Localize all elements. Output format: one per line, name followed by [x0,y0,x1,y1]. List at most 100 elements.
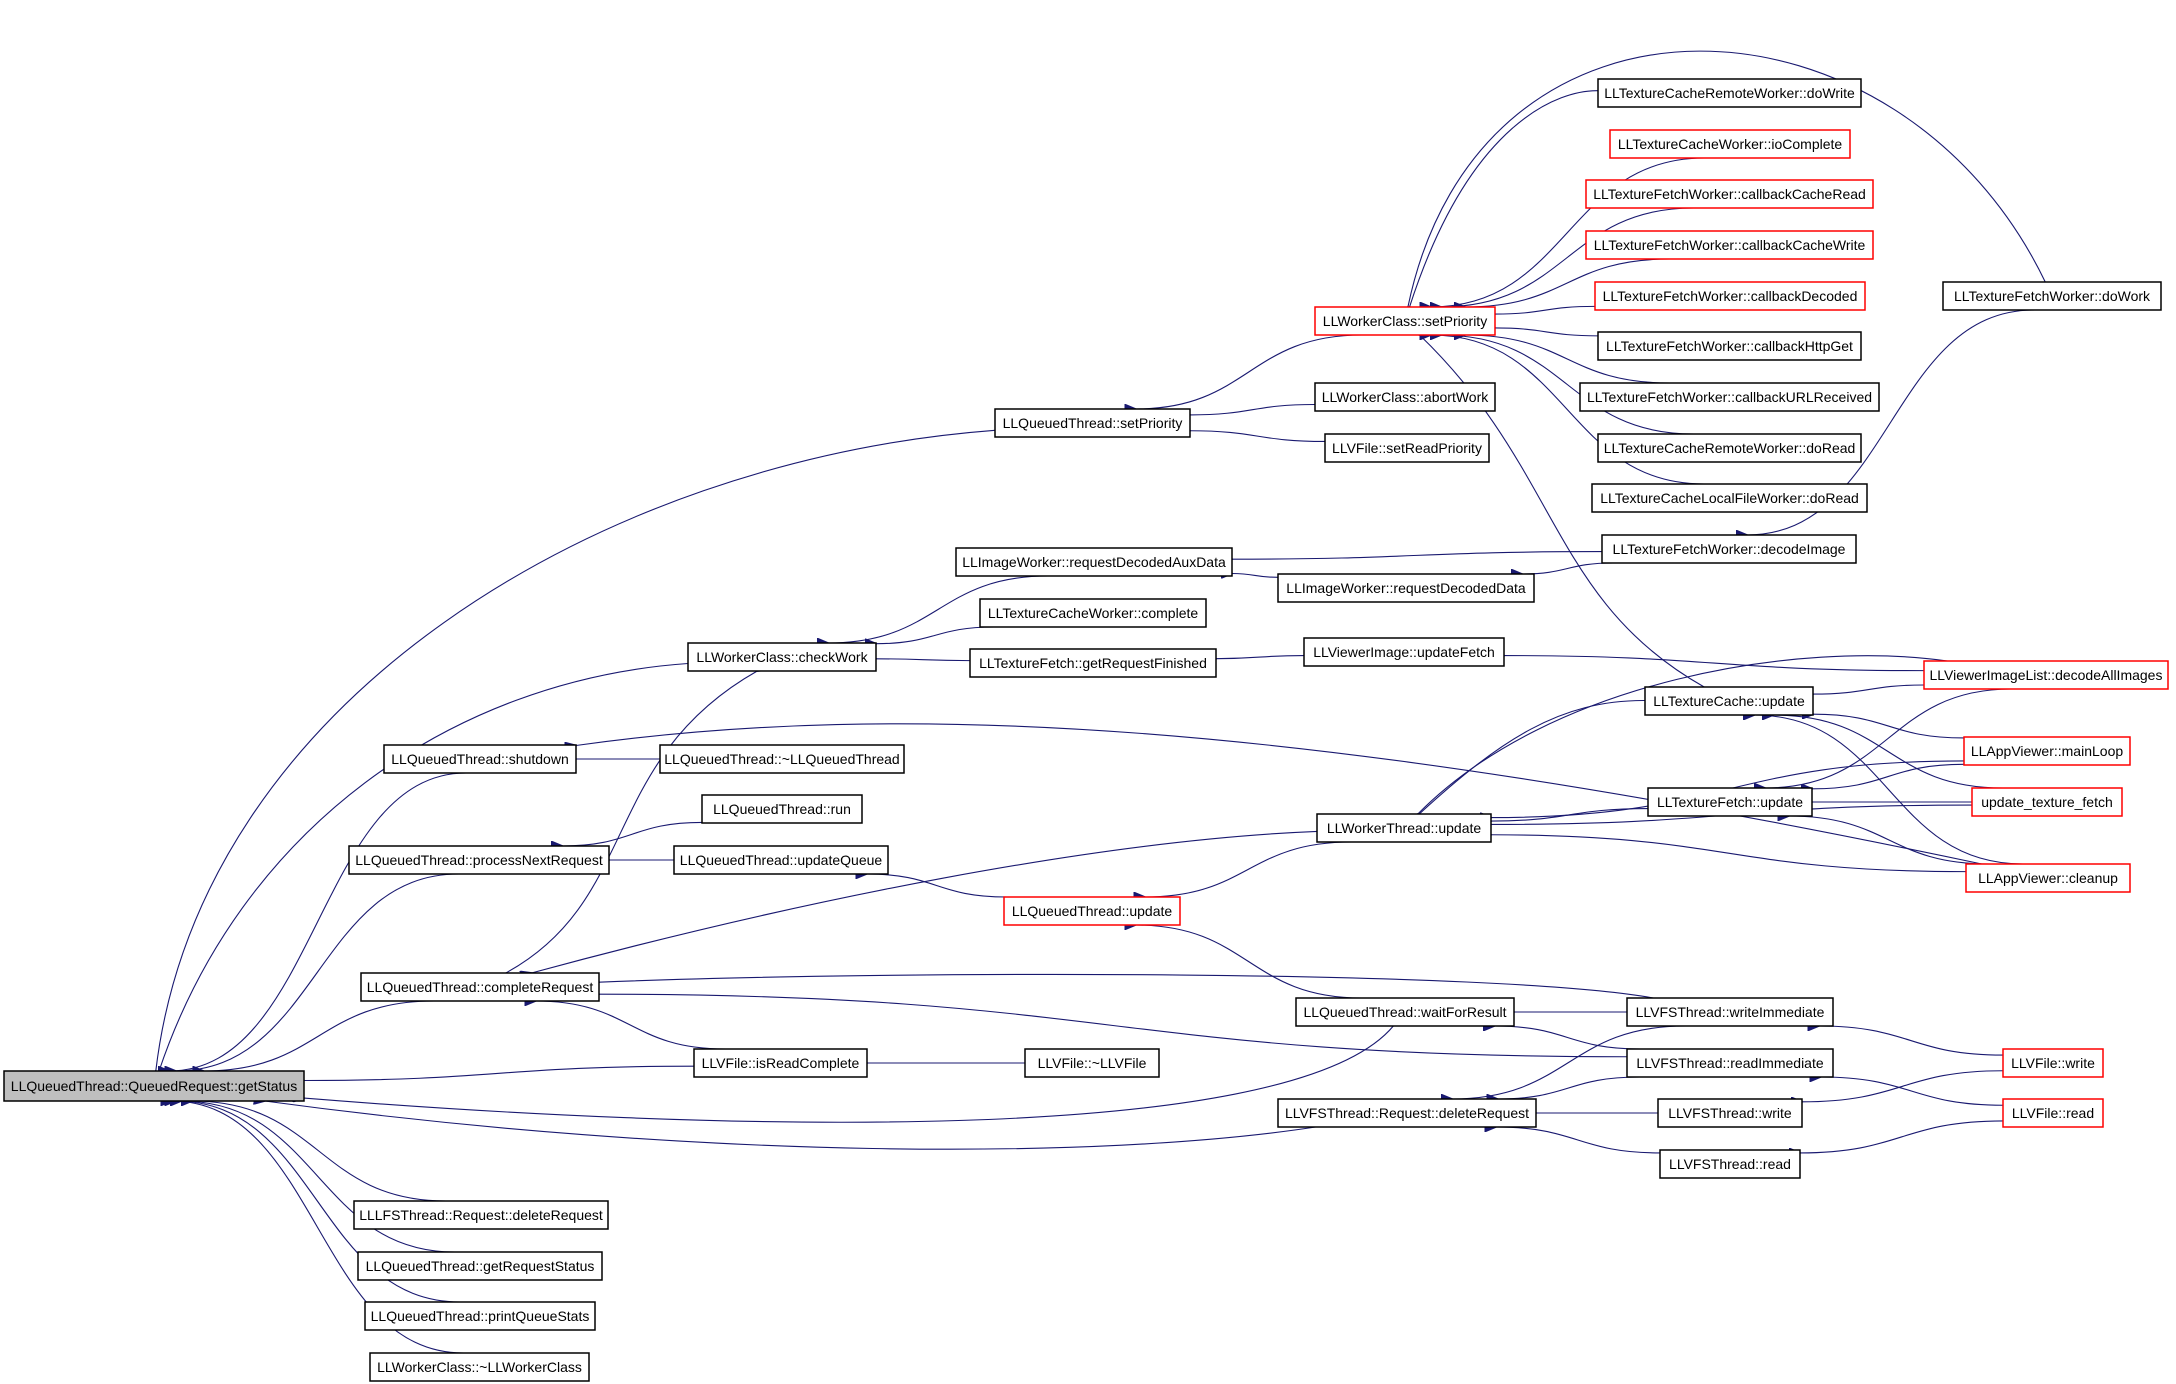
node-tclfw_doread[interactable]: LLTextureCacheLocalFileWorker::doRead [1591,483,1868,513]
node-box [1591,483,1868,513]
node-vfs_deletereq[interactable]: LLVFSThread::Request::deleteRequest [1277,1098,1537,1128]
node-q_getreqstatus[interactable]: LLQueuedThread::getRequestStatus [357,1251,603,1281]
node-label: LLTextureFetchWorker::callbackURLReceive… [1587,389,1872,405]
node-label: LLTextureFetch::getRequestFinished [979,655,1207,671]
node-img_reqdecoded[interactable]: LLImageWorker::requestDecodedData [1277,573,1535,603]
node-box [1277,573,1535,603]
node-img_reqaux[interactable]: LLImageWorker::requestDecodedAuxData [955,547,1233,577]
edge-img_reqdecoded-to-img_reqaux [1232,574,1279,578]
node-label: LLQueuedThread::getRequestStatus [366,1258,595,1274]
node-q_update[interactable]: LLQueuedThread::update [1003,896,1181,926]
node-q_processnext[interactable]: LLQueuedThread::processNextRequest [348,845,610,875]
node-vi_updatefetch[interactable]: LLViewerImage::updateFetch [1303,637,1505,667]
edge-vfs_read-to-vfs_deletereq [1496,1127,1661,1154]
node-tf_update[interactable]: LLTextureFetch::update [1647,787,1813,817]
node-lfs_deletereq[interactable]: LLLFSThread::Request::deleteRequest [353,1200,609,1230]
node-tfw_cburl[interactable]: LLTextureFetchWorker::callbackURLReceive… [1579,382,1880,412]
node-tcrw_doread[interactable]: LLTextureCacheRemoteWorker::doRead [1597,433,1862,463]
node-q_waitforresult[interactable]: LLQueuedThread::waitForResult [1295,997,1515,1027]
node-box [1942,281,2162,311]
node-label: LLVFile::~LLVFile [1038,1055,1147,1071]
node-vf_isreadcomplete[interactable]: LLVFile::isReadComplete [693,1048,868,1078]
node-box [1585,179,1874,209]
node-tcw_complete[interactable]: LLTextureCacheWorker::complete [979,598,1207,628]
node-tfw_cbcachewrite[interactable]: LLTextureFetchWorker::callbackCacheWrite [1585,230,1874,260]
node-box [1597,331,1862,361]
node-q_run[interactable]: LLQueuedThread::run [701,794,863,824]
edge-q_getreqstatus-to-root [181,1101,455,1253]
node-label: LLVFSThread::read [1669,1156,1791,1172]
node-av_mainloop[interactable]: LLAppViewer::mainLoop [1963,736,2131,766]
node-q_printstats[interactable]: LLQueuedThread::printQueueStats [364,1301,596,1331]
edge-tfw_cbcachewrite-to-w_setpriority [1465,258,1670,307]
node-box [1579,382,1880,412]
node-vf_setreadpriority[interactable]: LLVFile::setReadPriority [1324,433,1490,463]
edge-tf_getreqfinished-to-w_checkwork [876,659,971,661]
node-vil_decodeall[interactable]: LLViewerImageList::decodeAllImages [1923,660,2169,690]
node-label: LLQueuedThread::shutdown [391,751,568,767]
node-tfw_cbdecoded[interactable]: LLTextureFetchWorker::callbackDecoded [1594,281,1866,311]
node-label: LLTextureFetchWorker::callbackHttpGet [1606,338,1853,354]
node-box [383,744,577,774]
node-label: LLQueuedThread::update [1012,903,1173,919]
node-label: LLTextureFetchWorker::callbackDecoded [1603,288,1858,304]
node-q_complete[interactable]: LLQueuedThread::completeRequest [360,972,600,1002]
node-w_setpriority[interactable]: LLWorkerClass::setPriority [1314,306,1496,336]
node-wt_update[interactable]: LLWorkerThread::update [1316,813,1492,843]
node-vfs_read[interactable]: LLVFSThread::read [1659,1149,1801,1179]
node-tfw_decodeimage[interactable]: LLTextureFetchWorker::decodeImage [1601,534,1857,564]
node-box [357,1251,603,1281]
node-tcrw_dowrite[interactable]: LLTextureCacheRemoteWorker::doWrite [1597,78,1862,108]
node-vfs_readimm[interactable]: LLVFSThread::readImmediate [1626,1048,1834,1078]
node-tf_getreqfinished[interactable]: LLTextureFetch::getRequestFinished [969,648,1217,678]
edge-vf_setreadpriority-to-q_setpriority [1190,431,1326,443]
edge-av_cleanup-to-tc_update [1754,715,2023,865]
node-label: LLTextureCacheWorker::ioComplete [1618,136,1843,152]
node-box [1314,382,1496,412]
edge-w_checkwork-to-root [159,662,689,1071]
node-tcw_iocomplete[interactable]: LLTextureCacheWorker::ioComplete [1609,129,1851,159]
node-tc_update[interactable]: LLTextureCache::update [1644,686,1814,716]
edge-w_setpriority-to-q_setpriority [1135,334,1363,409]
node-tfw_cbcacheread[interactable]: LLTextureFetchWorker::callbackCacheRead [1585,179,1874,209]
node-w_checkwork[interactable]: LLWorkerClass::checkWork [687,642,877,672]
node-q_updatequeue[interactable]: LLQueuedThread::updateQueue [673,845,889,875]
node-q_shutdown[interactable]: LLQueuedThread::shutdown [383,744,577,774]
edge-update_texture_fetch-to-tc_update [1773,715,2003,789]
node-av_cleanup[interactable]: LLAppViewer::cleanup [1965,863,2131,893]
node-label: LLTextureFetchWorker::decodeImage [1613,541,1846,557]
node-vfs_writeimm[interactable]: LLVFSThread::writeImmediate [1626,997,1834,1027]
node-update_texture_fetch[interactable]: update_texture_fetch [1971,787,2123,817]
node-tfw_cbhttpget[interactable]: LLTextureFetchWorker::callbackHttpGet [1597,331,1862,361]
edge-tfw_cbhttpget-to-w_setpriority [1495,328,1599,337]
edge-tc_update-to-wt_update [1419,699,1646,814]
edge-q_processnext-to-root [176,873,459,1071]
node-box [659,744,905,774]
node-w_abortwork[interactable]: LLWorkerClass::abortWork [1314,382,1496,412]
node-label: LLVFSThread::Request::deleteRequest [1285,1105,1529,1121]
node-q_setpriority[interactable]: LLQueuedThread::setPriority [994,408,1191,438]
edge-av_cleanup-to-wt_update [1491,835,1967,873]
edges [156,50,2046,1354]
node-root[interactable]: LLQueuedThread::QueuedRequest::getStatus [3,1070,305,1102]
node-vfs_write[interactable]: LLVFSThread::write [1657,1098,1803,1128]
node-box [1657,1098,1803,1128]
node-box [1659,1149,1801,1179]
node-label: LLQueuedThread::QueuedRequest::getStatus [11,1078,297,1094]
node-vf_dtor[interactable]: LLVFile::~LLVFile [1024,1048,1160,1078]
node-box [2002,1048,2104,1078]
node-box [1295,997,1515,1027]
node-tfw_dowork[interactable]: LLTextureFetchWorker::doWork [1942,281,2162,311]
node-q_dtor[interactable]: LLQueuedThread::~LLQueuedThread [659,744,905,774]
node-box [364,1301,596,1331]
edge-vf_isreadcomplete-to-root [304,1065,695,1080]
node-w_dtor[interactable]: LLWorkerClass::~LLWorkerClass [369,1352,590,1382]
node-label: LLWorkerThread::update [1327,820,1482,836]
node-box [969,648,1217,678]
edge-q_printstats-to-root [175,1101,461,1303]
node-label: LLWorkerClass::setPriority [1323,313,1487,329]
node-vf_read[interactable]: LLVFile::read [2002,1098,2104,1128]
node-label: LLVFSThread::writeImmediate [1636,1004,1825,1020]
node-vf_write[interactable]: LLVFile::write [2002,1048,2104,1078]
edge-av_cleanup-to-tf_update [1789,816,1990,865]
